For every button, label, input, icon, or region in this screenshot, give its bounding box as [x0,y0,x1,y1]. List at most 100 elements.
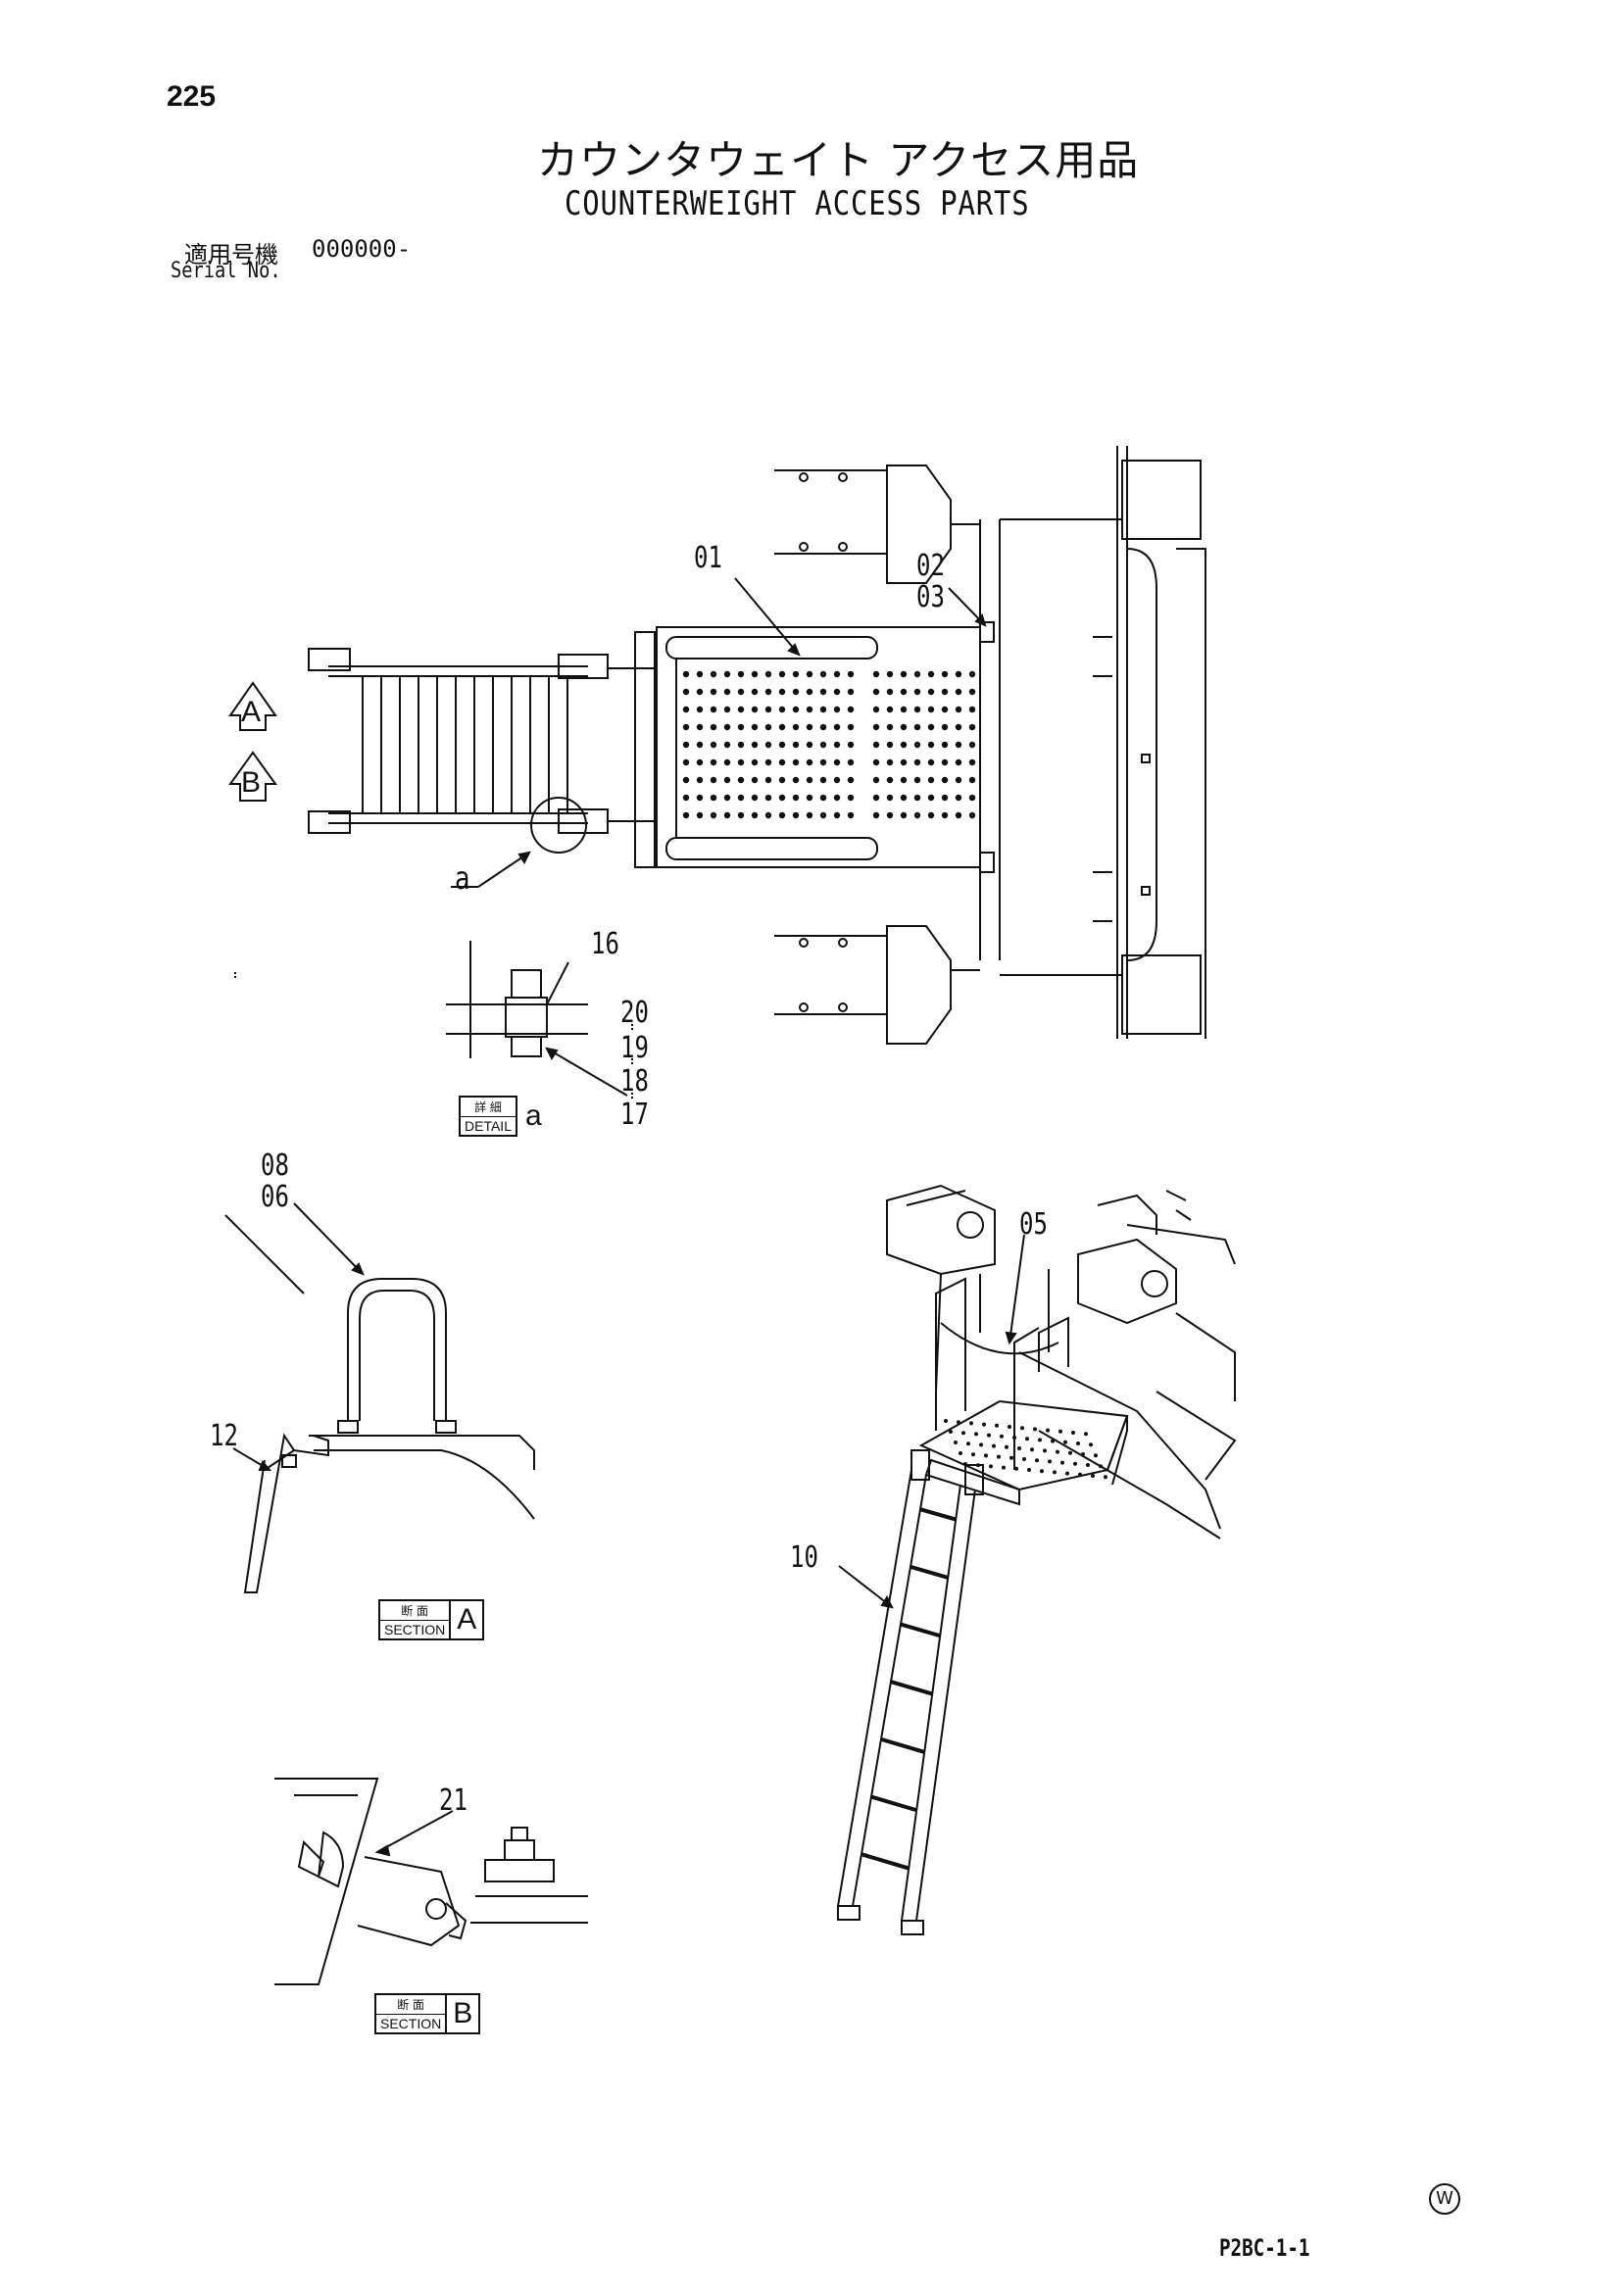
perforation-hole [764,794,772,802]
platform-plan [656,621,995,873]
perforation-hole [764,758,772,766]
callout-03: 03 [916,580,945,614]
perforation-hole [900,670,908,678]
isometric-perforation [1040,1469,1044,1474]
view-marker-b-shape [228,751,277,802]
detail-a-circle [530,797,587,854]
perforation-hole [900,758,908,766]
perforation-hole [778,776,786,784]
perforation-hole [847,794,855,802]
callout-10: 10 [790,1540,818,1575]
perforation-hole [927,723,935,731]
perforation-hole [819,794,827,802]
isometric-perforation [1063,1440,1067,1444]
perforation-hole [833,794,841,802]
perforation-hole [696,741,704,749]
perforation-hole [847,758,855,766]
isometric-perforation [995,1423,999,1428]
isometric-perforation [1009,1455,1013,1460]
perforation-hole [886,741,894,749]
perforation-hole [696,723,704,731]
isometric-perforation [984,1453,988,1458]
perforation-hole [847,688,855,696]
perforation-hole [886,811,894,819]
perforation-hole [682,670,690,678]
isometric-ladder-rung [880,1736,925,1754]
perforation-hole [723,688,731,696]
perforation-hole [872,670,880,678]
perforation-hole [751,706,759,713]
perforation-hole [751,758,759,766]
perforation-hole [955,794,962,802]
perforation-hole [723,723,731,731]
isometric-ladder-rung [910,1564,949,1580]
platform-perforations [682,670,976,819]
callout-12: 12 [210,1419,238,1453]
isometric-perforation [1068,1450,1072,1455]
perforation-hole [927,758,935,766]
perforation-hole [806,811,813,819]
isometric-perforation [1000,1434,1004,1439]
perforation-hole [833,706,841,713]
isometric-perforation [979,1442,983,1447]
perforation-hole [886,706,894,713]
isometric-view [837,1184,1237,1935]
perforation-hole [872,706,880,713]
perforation-hole [778,706,786,713]
perforation-hole [927,794,935,802]
view-marker-b: B [241,766,262,799]
perforation-hole [682,758,690,766]
isometric-perforation [957,1420,960,1425]
perforation-hole [913,741,921,749]
isometric-ladder-rung [870,1794,917,1813]
perforation-hole [737,723,745,731]
perforation-hole [792,794,800,802]
title-japanese: カウンタウェイト アクセス用品 [537,136,1140,184]
perforation-hole [955,758,962,766]
perforation-hole [737,706,745,713]
perforation-hole [710,723,717,731]
callout-16: 16 [591,927,619,961]
isometric-perforation [1089,1442,1093,1447]
section-a-letter: A [457,1603,477,1636]
perforation-hole [968,811,976,819]
perforation-hole [737,794,745,802]
perforation-hole [710,670,717,678]
perforation-hole [913,688,921,696]
isometric-perforation [1008,1425,1011,1429]
perforation-hole [927,811,935,819]
perforation-hole [833,776,841,784]
perforation-hole [792,776,800,784]
perforation-hole [900,811,908,819]
perforation-hole [833,741,841,749]
perforation-hole [806,670,813,678]
isometric-perforation [954,1441,958,1444]
section-a-drawing [224,1214,535,1593]
isometric-perforation [1022,1457,1026,1461]
perforation-hole [737,688,745,696]
perforation-hole [968,741,976,749]
isometric-perforation [1086,1463,1090,1467]
isometric-perforation [1094,1453,1098,1458]
perforation-hole [723,776,731,784]
perforation-hole [737,776,745,784]
isometric-perforation [1056,1449,1059,1454]
perforation-hole [872,688,880,696]
perforation-hole [941,811,949,819]
perforation-hole [806,776,813,784]
perforation-hole [833,670,841,678]
isometric-perforation [992,1443,996,1448]
perforation-hole [792,811,800,819]
section-b-label-en: SECTION [380,2016,442,2031]
perforation-hole [927,706,935,713]
callout-02: 02 [916,549,945,583]
isometric-perforation [1073,1461,1077,1466]
perforation-hole [806,706,813,713]
isometric-perforation [1076,1441,1080,1445]
isometric-perforation [1030,1447,1034,1452]
perforation-hole [737,670,745,678]
isometric-perforation [949,1430,953,1434]
perforation-hole [682,741,690,749]
perforation-hole [778,758,786,766]
